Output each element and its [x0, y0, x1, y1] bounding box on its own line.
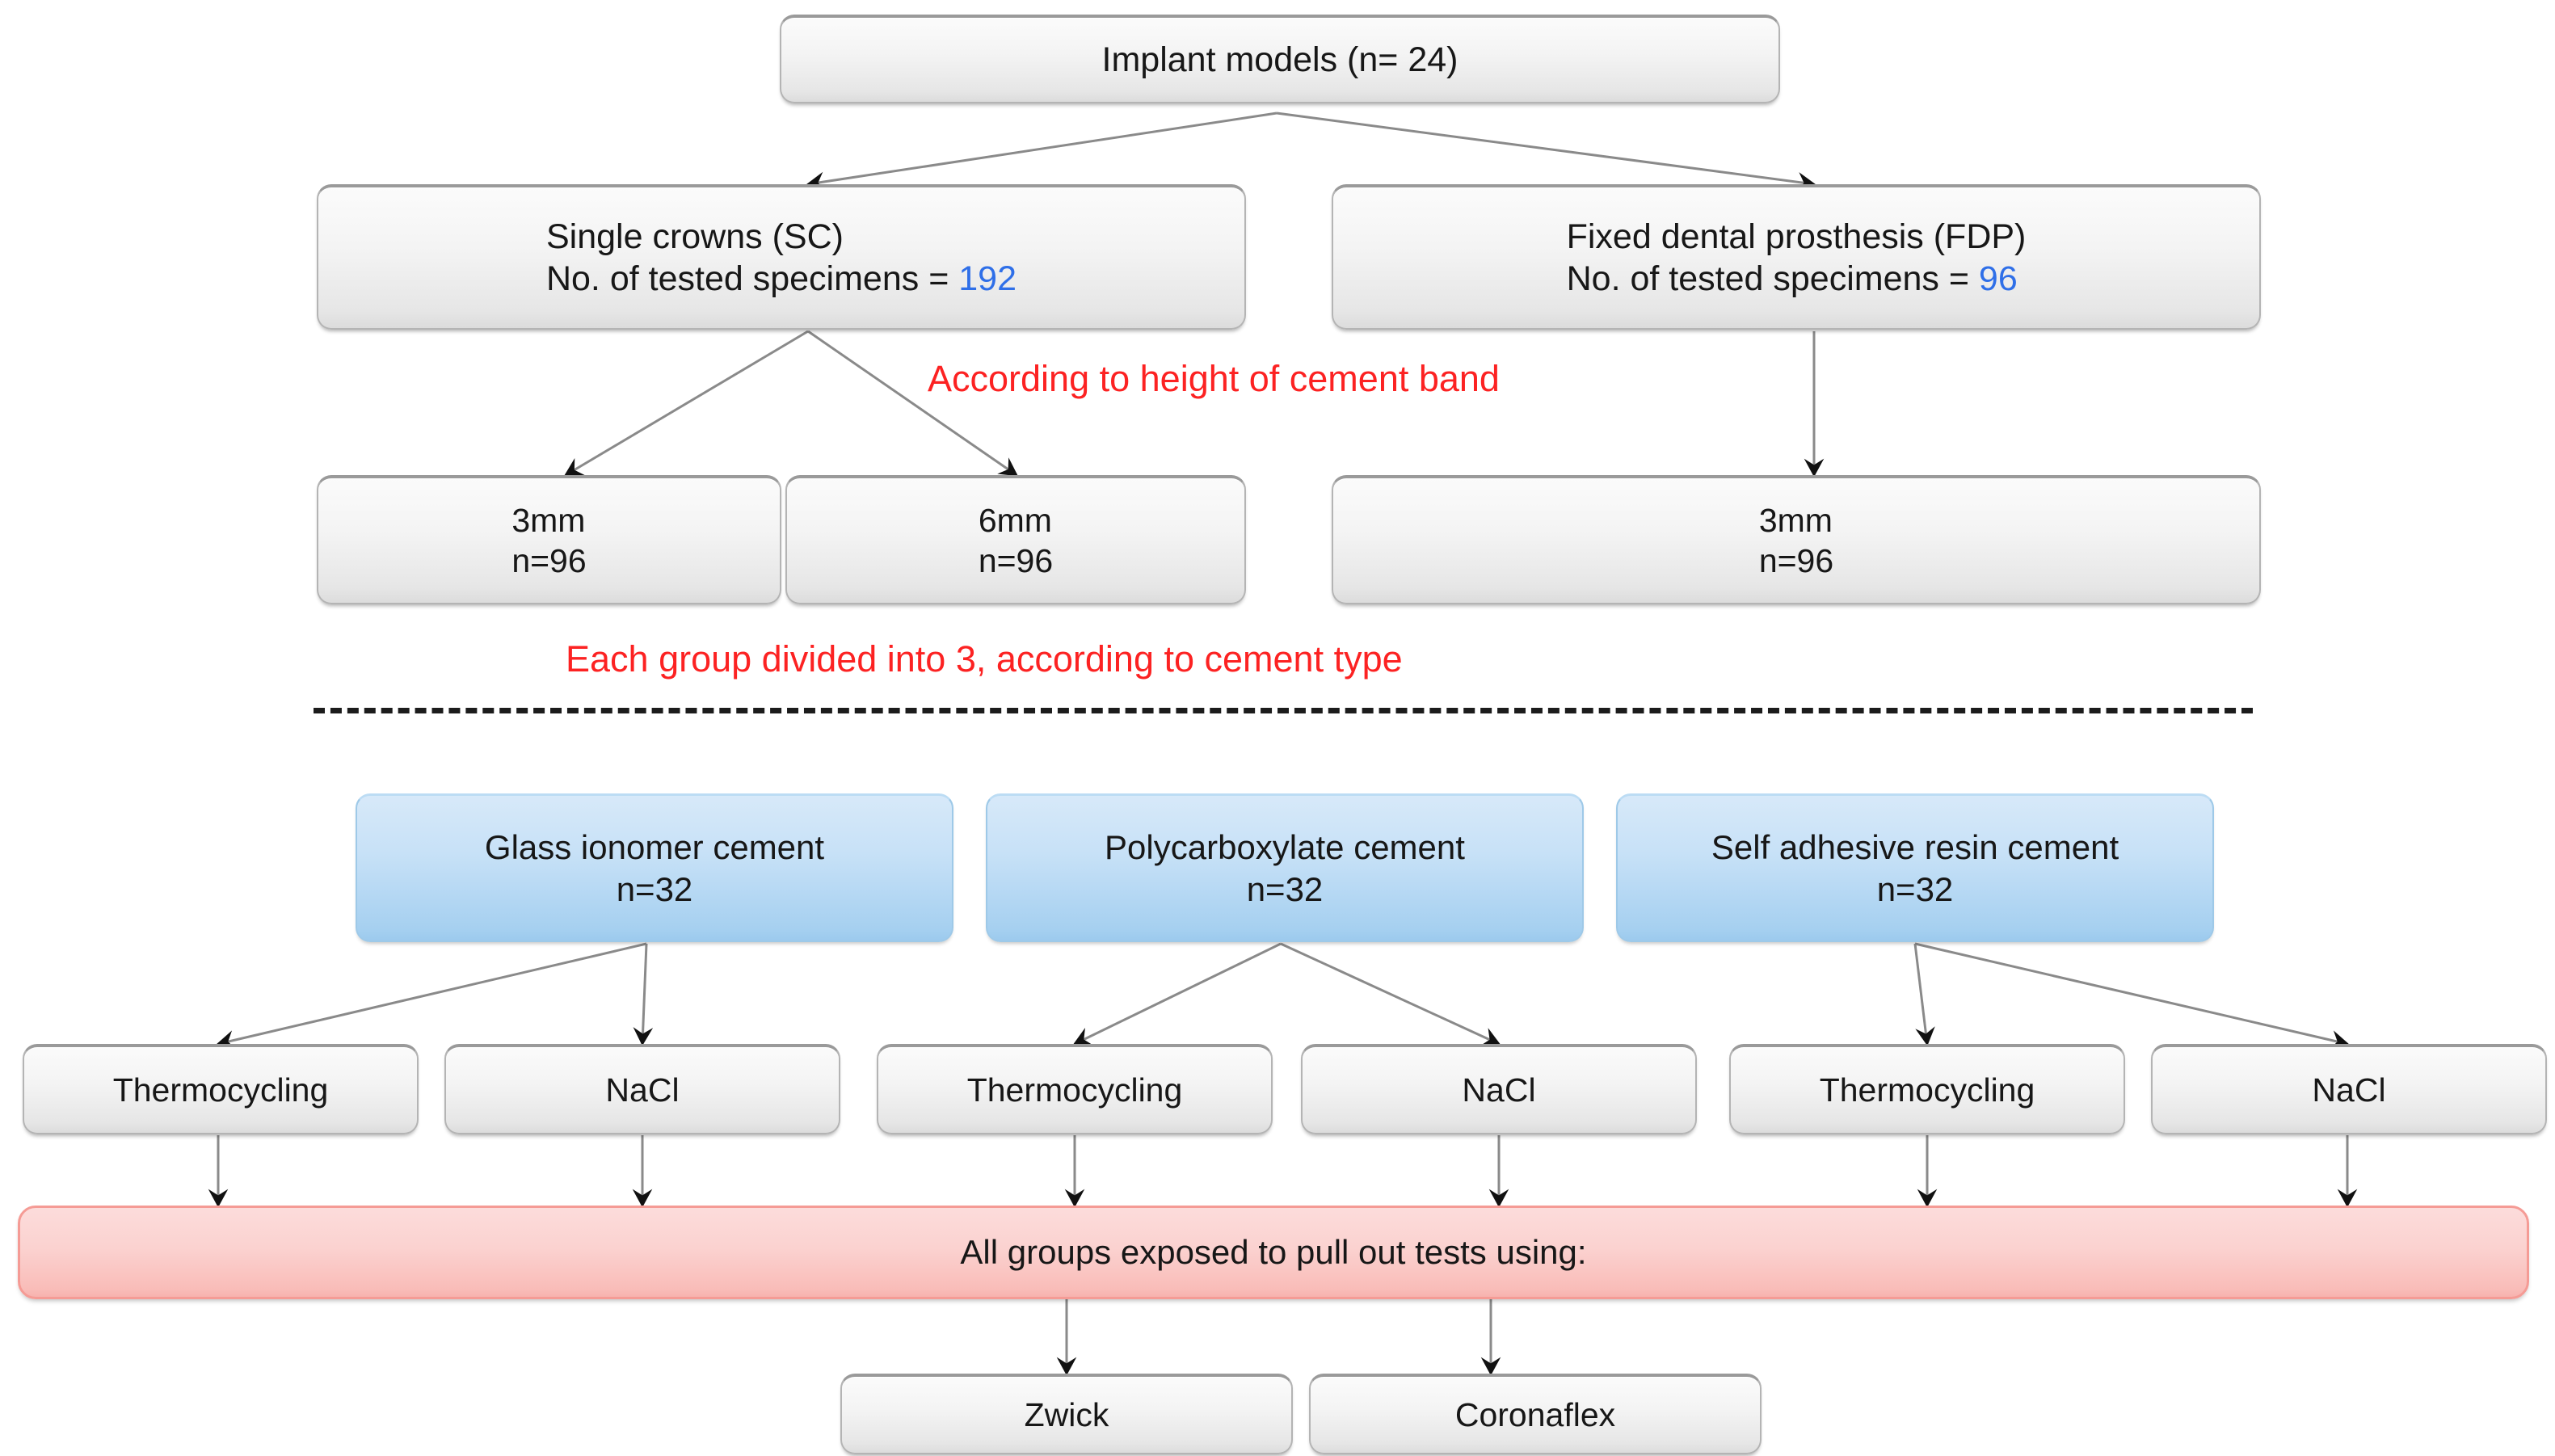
- edge-gic-to-nacl: [633, 943, 654, 1046]
- edge-pcc-to-thermocycling: [1072, 942, 1282, 1046]
- self-adhesive-resin-title: Self adhesive resin cement: [1711, 828, 2119, 867]
- pcc-nacl-label: NaCl: [1462, 1071, 1536, 1109]
- node-sc-3mm[interactable]: 3mm n=96: [317, 475, 781, 604]
- node-implant-models[interactable]: Implant models (n= 24): [780, 15, 1780, 103]
- coronaflex-label: Coronaflex: [1454, 1395, 1616, 1433]
- edge-sarc-to-thermocycling: [1913, 943, 1935, 1046]
- self-adhesive-resin-count: n=32: [1876, 869, 1954, 908]
- annotation-divided-by-cement-type: Each group divided into 3, according to …: [566, 638, 1403, 680]
- fdp-specimens: No. of tested specimens = 96: [1567, 258, 2027, 300]
- node-zwick[interactable]: Zwick: [840, 1374, 1293, 1454]
- edge-root-to-single-crowns: [806, 112, 1278, 192]
- single-crowns-specimens-prefix: No. of tested specimens =: [545, 259, 959, 298]
- edge-pcc-to-nacl: [1280, 942, 1501, 1046]
- annotation-height-of-cement-band: According to height of cement band: [928, 358, 1500, 399]
- node-glass-ionomer-cement[interactable]: Glass ionomer cement n=32: [356, 793, 953, 942]
- sarc-thermocycling-label: Thermocycling: [1819, 1071, 2035, 1109]
- edge-sarc-to-nacl: [1914, 942, 2350, 1050]
- polycarboxylate-count: n=32: [1246, 869, 1324, 908]
- fdp-specimens-prefix: No. of tested specimens =: [1566, 259, 1979, 298]
- fdp-specimens-value: 96: [1978, 259, 2018, 298]
- zwick-label: Zwick: [1024, 1395, 1109, 1433]
- section-divider: [314, 708, 2253, 713]
- sc-3mm-title: 3mm: [511, 501, 586, 539]
- node-gic-thermocycling[interactable]: Thermocycling: [23, 1044, 419, 1134]
- pull-out-tests-label: All groups exposed to pull out tests usi…: [960, 1233, 1587, 1272]
- glass-ionomer-title: Glass ionomer cement: [484, 828, 825, 867]
- node-gic-nacl[interactable]: NaCl: [444, 1044, 840, 1134]
- implant-models-label: Implant models (n= 24): [1101, 40, 1458, 79]
- edge-sc-to-6mm: [807, 330, 1018, 477]
- node-sc-6mm[interactable]: 6mm n=96: [785, 475, 1246, 604]
- fdp-title: Fixed dental prosthesis (FDP): [1566, 217, 2027, 256]
- node-coronaflex[interactable]: Coronaflex: [1309, 1374, 1762, 1454]
- node-pcc-nacl[interactable]: NaCl: [1301, 1044, 1697, 1134]
- gic-thermocycling-label: Thermocycling: [112, 1071, 329, 1109]
- single-crowns-specimens: No. of tested specimens = 192: [546, 258, 1017, 300]
- node-sarc-thermocycling[interactable]: Thermocycling: [1729, 1044, 2125, 1134]
- sc-6mm-title: 6mm: [978, 501, 1052, 539]
- node-pull-out-tests[interactable]: All groups exposed to pull out tests usi…: [18, 1206, 2529, 1299]
- polycarboxylate-title: Polycarboxylate cement: [1105, 828, 1465, 867]
- single-crowns-title: Single crowns (SC): [545, 217, 844, 256]
- sarc-nacl-label: NaCl: [2312, 1071, 2386, 1109]
- node-fdp-3mm[interactable]: 3mm n=96: [1332, 475, 2261, 604]
- single-crowns-specimens-value: 192: [958, 259, 1017, 298]
- fdp-3mm-count: n=96: [1758, 542, 1834, 579]
- node-fixed-dental-prosthesis[interactable]: Fixed dental prosthesis (FDP) No. of tes…: [1332, 184, 2261, 330]
- node-self-adhesive-resin-cement[interactable]: Self adhesive resin cement n=32: [1616, 793, 2214, 942]
- pcc-thermocycling-label: Thermocycling: [966, 1071, 1183, 1109]
- node-polycarboxylate-cement[interactable]: Polycarboxylate cement n=32: [986, 793, 1584, 942]
- glass-ionomer-count: n=32: [616, 869, 693, 908]
- node-pcc-thermocycling[interactable]: Thermocycling: [877, 1044, 1273, 1134]
- node-single-crowns[interactable]: Single crowns (SC) No. of tested specime…: [317, 184, 1246, 330]
- fdp-3mm-title: 3mm: [1758, 501, 1833, 539]
- sc-6mm-count: n=96: [978, 542, 1054, 579]
- node-sarc-nacl[interactable]: NaCl: [2151, 1044, 2547, 1134]
- sc-3mm-count: n=96: [511, 542, 587, 579]
- edge-gic-to-thermocycling: [216, 942, 647, 1050]
- gic-nacl-label: NaCl: [605, 1071, 680, 1109]
- edge-root-to-fdp: [1276, 112, 1816, 192]
- edge-sc-to-3mm: [563, 330, 809, 477]
